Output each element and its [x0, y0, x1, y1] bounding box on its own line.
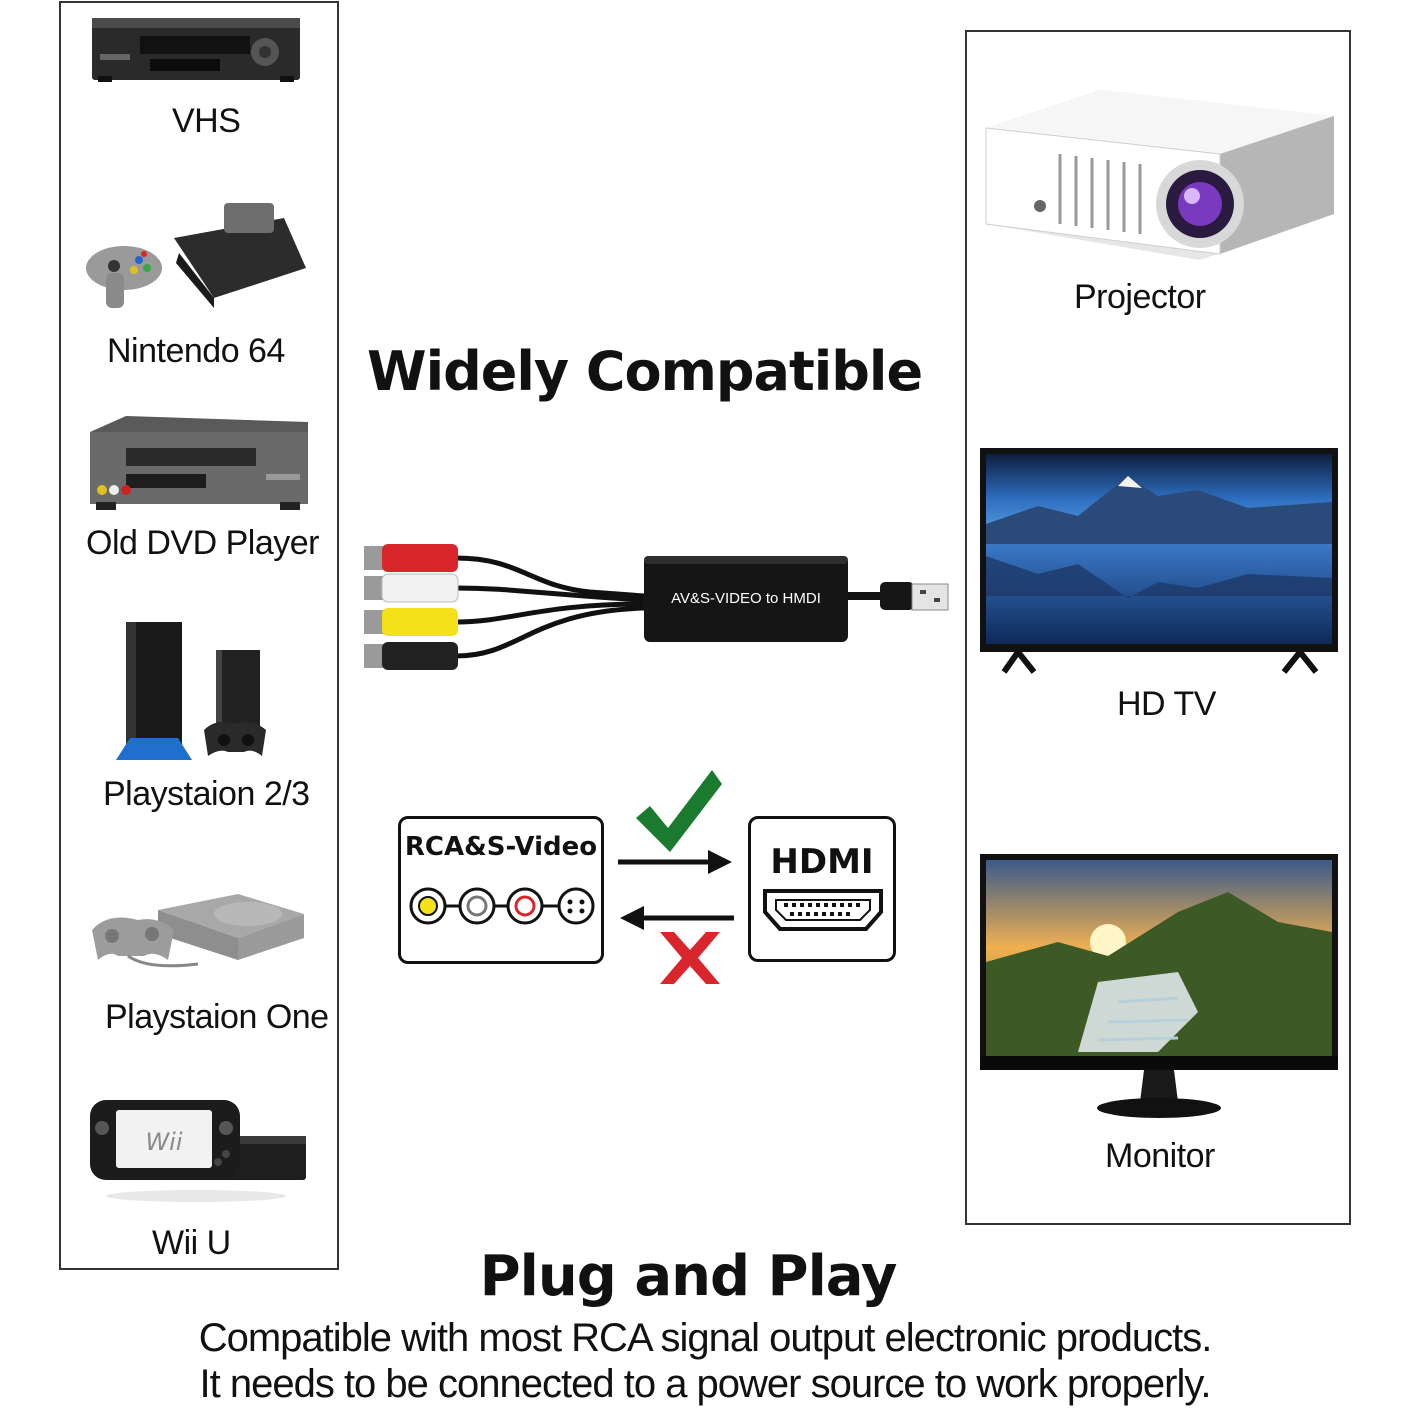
device-label-n64: Nintendo 64 [107, 332, 285, 370]
device-label-dvd: Old DVD Player [86, 524, 319, 562]
n64-console-icon [86, 203, 306, 308]
check-mark-icon [636, 770, 722, 852]
device-label-hdtv: HD TV [1117, 685, 1216, 723]
device-label-ps2: Playstaion 2/3 [103, 775, 310, 813]
headline-plug-and-play: Plug and Play [479, 1244, 898, 1309]
svideo-plug [364, 642, 458, 670]
rca-plug-red [364, 544, 458, 572]
description-line-1: Compatible with most RCA signal output e… [198, 1316, 1213, 1360]
device-label-ps1: Playstaion One [105, 998, 329, 1036]
wiiu-console-icon: Wii [90, 1100, 306, 1202]
rca-plug-yellow [364, 608, 458, 636]
output-port-label: HDMI [770, 842, 874, 882]
arrow-right-icon [618, 850, 732, 874]
device-label-projector: Projector [1074, 278, 1206, 316]
device-label-monitor: Monitor [1105, 1137, 1215, 1175]
device-label-vhs: VHS [172, 102, 241, 140]
rca-svideo-port-icons [409, 887, 595, 925]
ps2-console-icon [116, 622, 266, 760]
device-label-wiiu: Wii U [152, 1224, 231, 1262]
vhs-player-icon [92, 18, 300, 82]
dvd-player-icon [90, 416, 308, 510]
arrow-left-icon [620, 906, 734, 930]
monitor-icon [980, 854, 1338, 1118]
adapter-label: AV&S-VIDEO to HMDI [671, 590, 821, 607]
input-port-label: RCA&S-Video [404, 832, 598, 862]
wii-brand-mark: Wii [145, 1128, 182, 1156]
headline-widely-compatible: Widely Compatible [367, 340, 923, 403]
tv-icon [980, 448, 1338, 674]
source-devices-panel [59, 1, 339, 1270]
adapter-cable-diagram [364, 544, 949, 670]
cross-mark-icon [660, 932, 720, 984]
rca-plug-white [364, 573, 459, 603]
projector-icon [985, 90, 1334, 260]
hdmi-port-icon [763, 889, 883, 931]
ps1-console-icon [92, 894, 304, 968]
description-line-2: It needs to be connected to a power sour… [199, 1362, 1212, 1406]
